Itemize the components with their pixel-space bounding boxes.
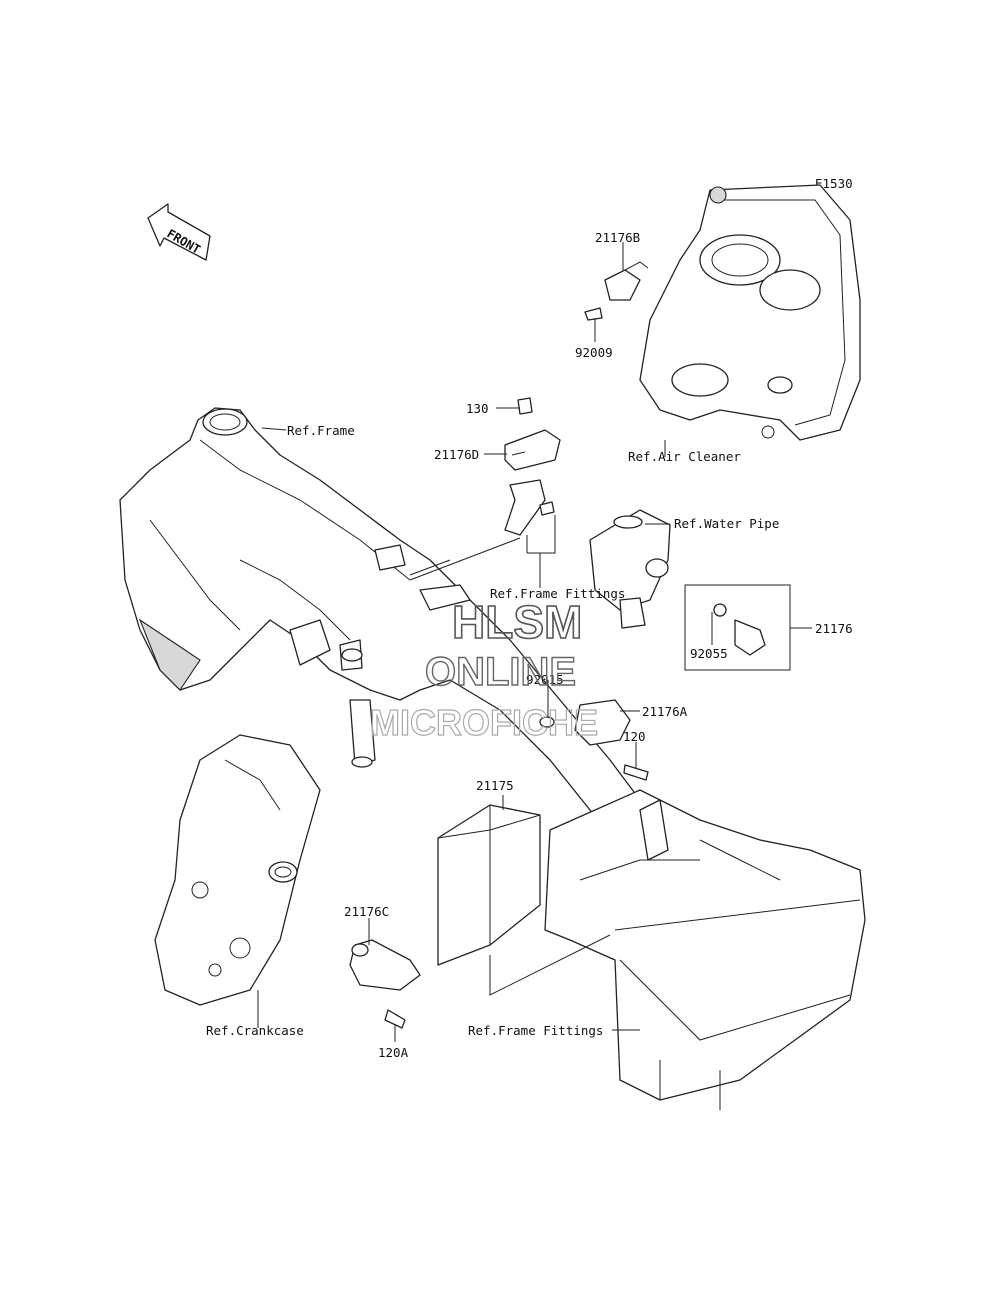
leader-lines xyxy=(257,242,812,1042)
watermark-line1: HLSM xyxy=(452,596,582,648)
part-21176d-sensor xyxy=(504,397,561,536)
label-21176d: 21176D xyxy=(434,447,479,462)
watermark: HLSM ONLINE MICROFICHE xyxy=(369,595,598,743)
ref-crankcase-label: Ref.Crankcase xyxy=(206,1023,304,1038)
watermark-line2: ONLINE xyxy=(425,650,576,694)
frame-illustration xyxy=(119,407,651,861)
crankcase-illustration xyxy=(154,734,321,1006)
ref-frame-fittings-bottom-label: Ref.Frame Fittings xyxy=(468,1023,603,1038)
label-21176a: 21176A xyxy=(642,704,688,719)
label-120: 120 xyxy=(623,729,646,744)
ref-water-pipe-label: Ref.Water Pipe xyxy=(674,516,779,531)
part-21176b-sensor xyxy=(584,261,649,321)
part-21176-sensor xyxy=(684,584,791,671)
ref-frame-label: Ref.Frame xyxy=(287,423,355,438)
label-130: 130 xyxy=(466,401,489,416)
part-21176c-sensor xyxy=(349,939,421,1029)
part-21176a-sensor xyxy=(539,699,649,781)
front-arrow-icon: FRONT xyxy=(147,203,211,261)
label-92055: 92055 xyxy=(690,646,728,661)
diagram-id: E1530 xyxy=(815,176,853,191)
label-120a: 120A xyxy=(378,1045,409,1060)
label-21176: 21176 xyxy=(815,621,853,636)
ref-frame-fittings-top-label: Ref.Frame Fittings xyxy=(490,586,625,601)
label-92009: 92009 xyxy=(575,345,613,360)
label-21176c: 21176C xyxy=(344,904,389,919)
ref-air-cleaner-label: Ref.Air Cleaner xyxy=(628,449,741,464)
air-cleaner-illustration xyxy=(639,184,861,441)
water-pipe-illustration xyxy=(589,509,671,629)
label-92015: 92015 xyxy=(526,672,564,687)
label-21176b: 21176B xyxy=(595,230,640,245)
label-21175: 21175 xyxy=(476,778,514,793)
watermark-line3: MICROFICHE xyxy=(370,702,598,743)
part-21175-ecu xyxy=(437,804,541,966)
frame-fittings-illustration xyxy=(544,789,866,1110)
